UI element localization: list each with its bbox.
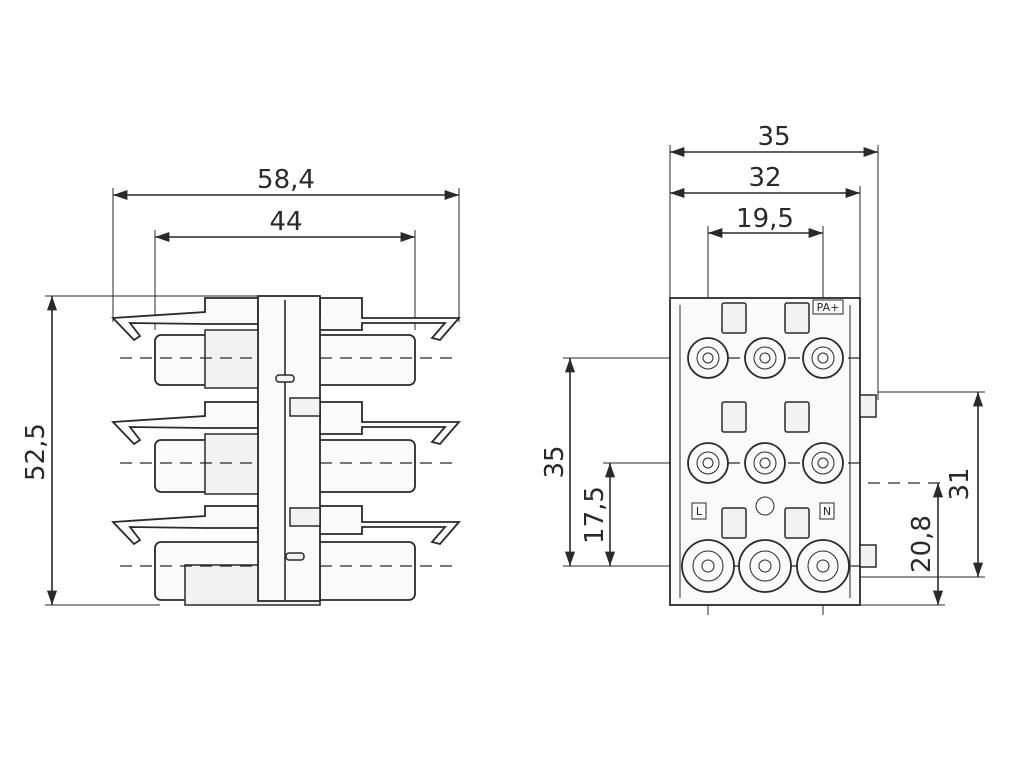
latch-clips (721, 302, 810, 539)
terminal-markings: PA+ L N (691, 299, 844, 520)
dim-label-35-top: 35 (757, 122, 790, 152)
dimension-20-8: 20,8 (860, 482, 945, 606)
side-view: 58,4 44 52,5 (21, 165, 461, 606)
contact-row-3 (681, 539, 850, 593)
contact-row-1 (687, 337, 844, 379)
housing-spine (257, 295, 321, 602)
marking-l: L (696, 505, 703, 518)
front-view: 35 32 19,5 35 17,5 (540, 122, 985, 615)
dim-label-32: 32 (748, 163, 781, 193)
marking-n: N (823, 505, 831, 518)
dimension-35-top: 35 (669, 122, 879, 400)
dim-label-17-5: 17,5 (580, 486, 610, 544)
dimension-44: 44 (154, 207, 416, 330)
dim-label-58-4: 58,4 (257, 165, 315, 195)
dimension-58-4: 58,4 (112, 165, 460, 322)
dimension-52-5: 52,5 (21, 295, 260, 606)
dim-label-35-left: 35 (540, 445, 570, 478)
dimension-32: 32 (670, 163, 861, 298)
dimension-17-5: 17,5 (580, 462, 700, 566)
dim-label-20-8: 20,8 (907, 515, 937, 573)
dimension-31: 31 (860, 391, 985, 578)
dim-label-31: 31 (945, 467, 975, 500)
contact-row-2 (687, 442, 844, 484)
dim-label-52-5: 52,5 (21, 423, 51, 481)
dim-label-19-5: 19,5 (736, 204, 794, 234)
dim-label-44: 44 (269, 207, 302, 237)
marking-pe: PA+ (817, 301, 840, 314)
